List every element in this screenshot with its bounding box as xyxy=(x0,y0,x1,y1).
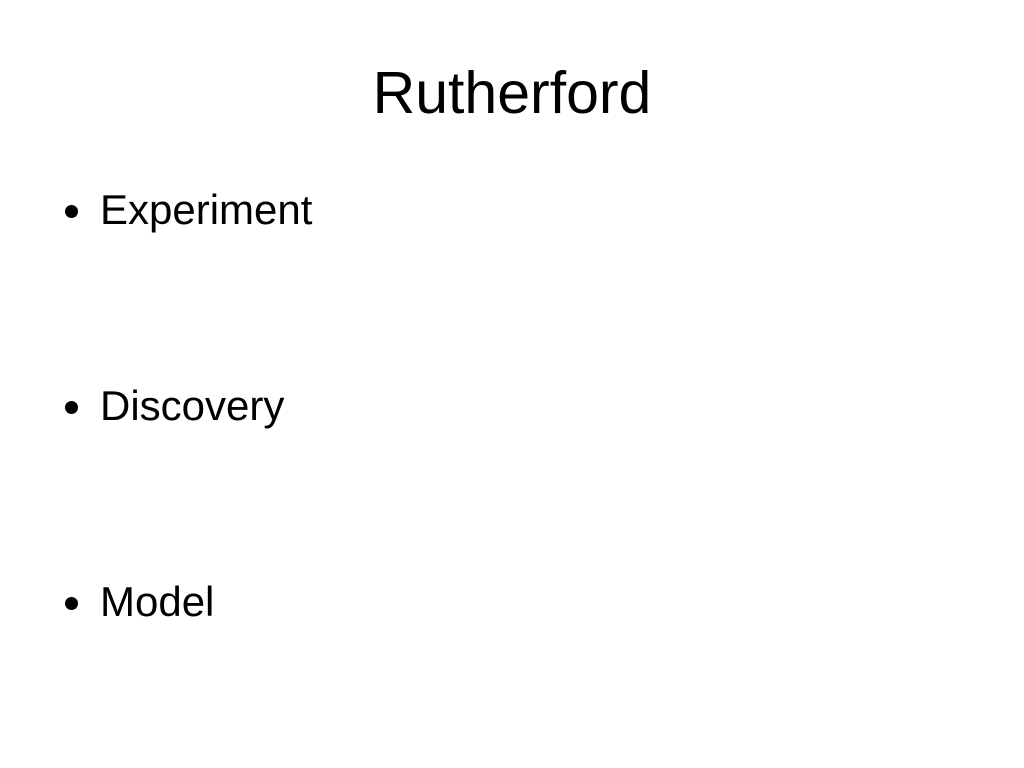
bullet-icon xyxy=(65,205,78,218)
bullet-label: Model xyxy=(100,578,215,625)
bullet-list: Experiment Discovery Model xyxy=(65,184,984,768)
bullet-icon xyxy=(65,401,78,414)
bullet-item: Model xyxy=(65,576,984,768)
slide-title: Rutherford xyxy=(372,60,652,126)
bullet-item: Experiment xyxy=(65,184,984,380)
bullet-item: Discovery xyxy=(65,380,984,576)
bullet-label: Experiment xyxy=(100,186,313,233)
bullet-label: Discovery xyxy=(100,382,285,429)
bullet-icon xyxy=(65,597,78,610)
